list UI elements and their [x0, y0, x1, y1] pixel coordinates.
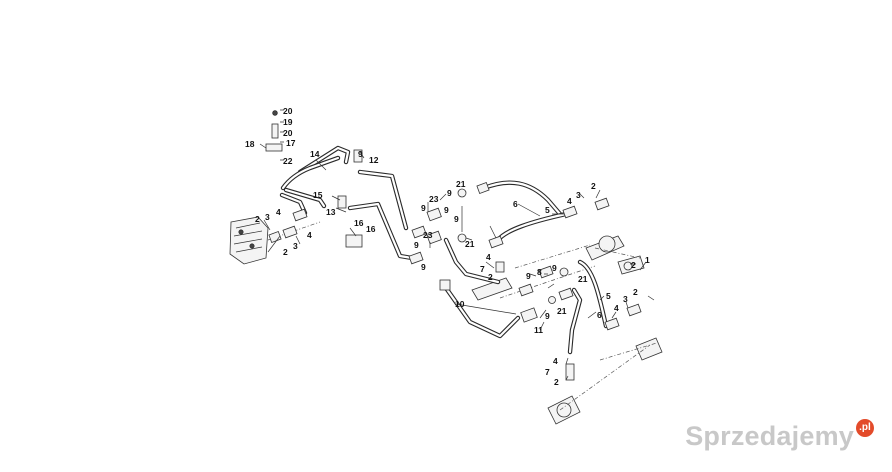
callout-label: 4 [276, 207, 281, 217]
callout-label: 1 [645, 255, 650, 265]
leader-lines [259, 109, 655, 381]
watermark: Sprzedajemy .pl [685, 419, 874, 452]
callout-label: 9 [358, 149, 363, 159]
callout-label: 20 [283, 128, 293, 138]
callout-label: 18 [245, 139, 255, 149]
callout-label: 13 [326, 207, 336, 217]
callout-label: 9 [421, 262, 426, 272]
callout-label: 7 [480, 264, 485, 274]
fittings [265, 110, 642, 381]
callout-label: 2 [591, 181, 596, 191]
watermark-badge: .pl [856, 419, 874, 437]
callout-label: 9 [454, 214, 459, 224]
callout-label: 3 [576, 190, 581, 200]
callout-label: 4 [614, 303, 619, 313]
callout-label: 6 [597, 310, 602, 320]
valve-block [229, 216, 269, 265]
callout-label: 16 [366, 224, 376, 234]
pipes [279, 145, 609, 355]
callout-label: 3 [623, 294, 628, 304]
callout-label: 12 [369, 155, 379, 165]
callout-label: 21 [578, 274, 588, 284]
callout-label: 2 [488, 272, 493, 282]
callout-label: 19 [283, 117, 293, 127]
callout-label: 22 [283, 156, 293, 166]
callout-label: 16 [354, 218, 364, 228]
callout-label: 9 [414, 240, 419, 250]
callout-label: 20 [283, 106, 293, 116]
callout-label: 9 [421, 203, 426, 213]
watermark-text: Sprzedajemy [685, 421, 854, 451]
callout-label: 21 [465, 239, 475, 249]
callout-label: 15 [313, 190, 323, 200]
callout-label: 9 [526, 271, 531, 281]
lift-cylinder-upper [471, 235, 645, 301]
callout-label: 5 [606, 291, 611, 301]
callout-label: 3 [265, 212, 270, 222]
callout-label: 2 [283, 247, 288, 257]
callout-labels: 20 19 20 17 18 22 14 9 12 15 13 16 16 2 … [245, 106, 650, 387]
callout-label: 23 [429, 194, 439, 204]
callout-label: 2 [554, 377, 559, 387]
callout-label: 9 [552, 263, 557, 273]
callout-label: 10 [455, 299, 465, 309]
callout-label: 23 [423, 230, 433, 240]
callout-label: 2 [631, 260, 636, 270]
callout-label: 9 [447, 188, 452, 198]
callout-label: 14 [310, 149, 320, 159]
callout-label: 2 [255, 214, 260, 224]
callout-label: 2 [633, 287, 638, 297]
callout-label: 11 [534, 325, 543, 335]
callout-label: 4 [553, 356, 558, 366]
callout-label: 4 [567, 196, 572, 206]
callout-label: 4 [486, 252, 491, 262]
callout-label: 4 [307, 230, 312, 240]
callout-label: 17 [286, 138, 296, 148]
callout-label: 21 [557, 306, 567, 316]
callout-label: 6 [513, 199, 518, 209]
callout-label: 9 [545, 311, 550, 321]
lift-cylinder-lower [547, 337, 663, 425]
callout-label: 7 [545, 367, 550, 377]
callout-label: 5 [545, 205, 550, 215]
callout-label: 8 [537, 267, 542, 277]
callout-label: 9 [444, 205, 449, 215]
callout-label: 21 [456, 179, 466, 189]
callout-label: 3 [293, 241, 298, 251]
